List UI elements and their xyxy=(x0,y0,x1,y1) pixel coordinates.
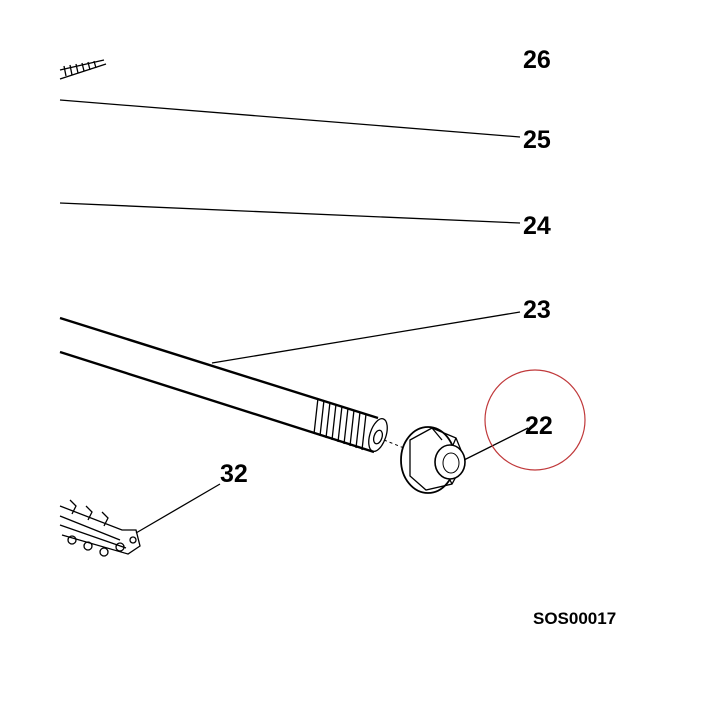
flange-nut-icon xyxy=(400,426,466,494)
leader-line-24 xyxy=(59,202,521,224)
callout-24: 24 xyxy=(523,212,551,240)
leader-line-23 xyxy=(211,311,521,364)
callout-23: 23 xyxy=(523,296,551,324)
callout-32: 32 xyxy=(220,460,248,488)
callout-26: 26 xyxy=(523,46,551,74)
top-clip-mask xyxy=(500,0,580,50)
leader-line-25 xyxy=(59,99,521,138)
assembly-axis xyxy=(383,439,405,449)
threaded-bolt-icon xyxy=(59,59,107,80)
callout-25: 25 xyxy=(523,126,551,154)
callout-22: 22 xyxy=(525,412,553,440)
leader-line-32 xyxy=(135,483,221,534)
leader-line-22 xyxy=(457,427,529,464)
drive-chain-icon xyxy=(59,499,141,557)
highlight-circle xyxy=(484,369,586,471)
threaded-rod-icon xyxy=(59,316,388,454)
drawing-code: SOS00017 xyxy=(533,609,616,628)
